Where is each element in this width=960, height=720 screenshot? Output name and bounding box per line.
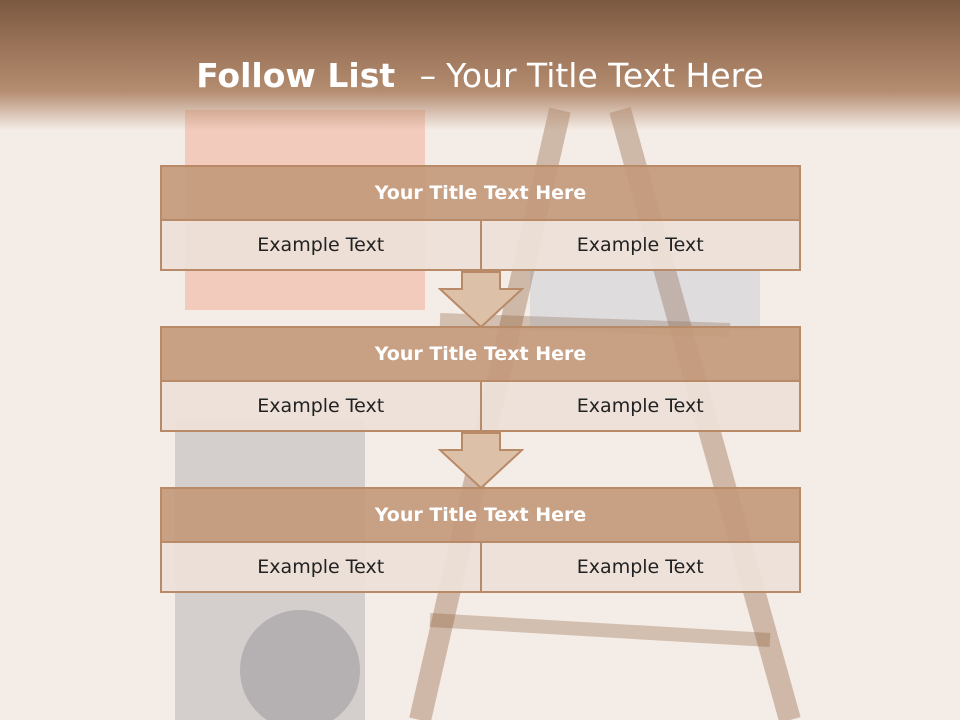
list-block-title[interactable]: Your Title Text Here [160, 165, 801, 221]
title-bar [0, 0, 960, 130]
list-block-left-text[interactable]: Example Text [160, 543, 482, 593]
slide-title-separator: – [419, 56, 437, 95]
list-block-row: Example Text Example Text [160, 382, 801, 432]
list-block-title[interactable]: Your Title Text Here [160, 326, 801, 382]
slide-title-rest: Your Title Text Here [446, 56, 764, 95]
list-block-right-text[interactable]: Example Text [481, 543, 801, 593]
list-block-2[interactable]: Your Title Text Here Example Text Exampl… [160, 326, 801, 432]
list-block-right-text[interactable]: Example Text [481, 221, 801, 271]
slide-title: Follow List –Your Title Text Here [0, 56, 960, 95]
slide-title-bold: Follow List [196, 56, 396, 95]
list-block-left-text[interactable]: Example Text [160, 221, 482, 271]
down-arrow-icon [438, 432, 524, 490]
list-block-3[interactable]: Your Title Text Here Example Text Exampl… [160, 487, 801, 593]
list-block-row: Example Text Example Text [160, 543, 801, 593]
list-block-1[interactable]: Your Title Text Here Example Text Exampl… [160, 165, 801, 271]
list-block-left-text[interactable]: Example Text [160, 382, 482, 432]
down-arrow-icon [438, 271, 524, 329]
list-block-row: Example Text Example Text [160, 221, 801, 271]
list-block-title[interactable]: Your Title Text Here [160, 487, 801, 543]
list-block-right-text[interactable]: Example Text [481, 382, 801, 432]
